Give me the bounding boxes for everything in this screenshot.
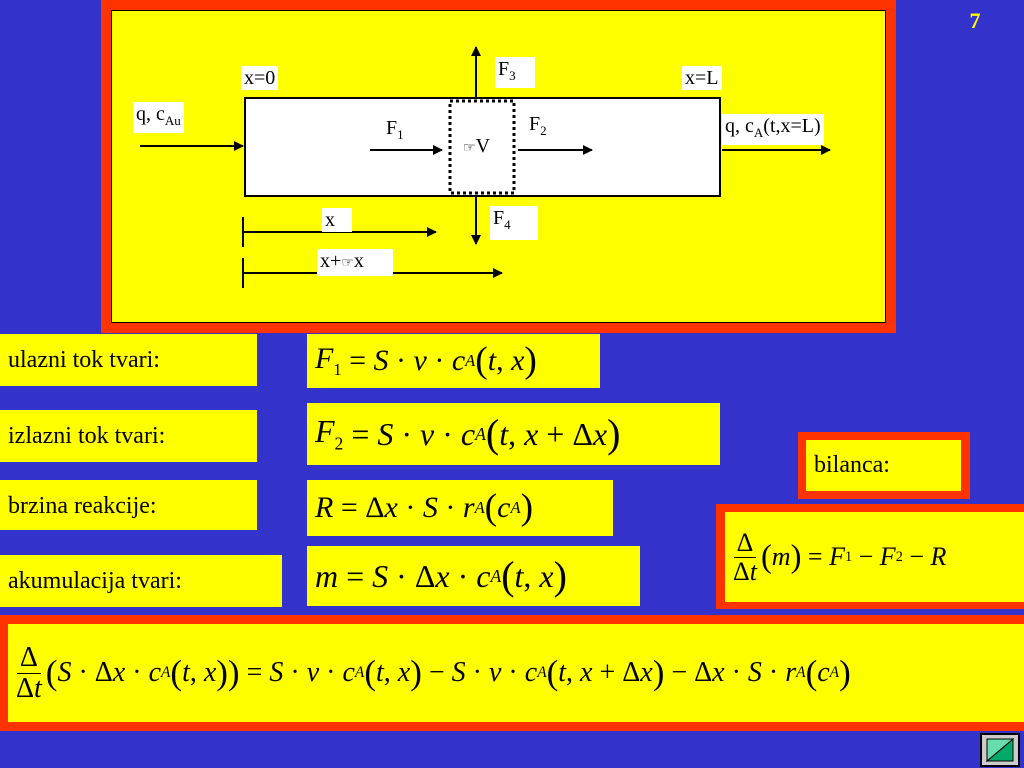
label-inflow: ulazni tok tvari: — [0, 334, 257, 386]
f4-label: F4 — [490, 206, 538, 240]
x-label: x — [322, 208, 352, 232]
f3-label: F3 — [495, 57, 535, 88]
next-arrow-icon — [985, 737, 1015, 763]
delta-glyph-icon: ☞ — [463, 141, 476, 156]
control-volume — [448, 99, 516, 195]
f2-label: F2 — [529, 113, 547, 138]
next-slide-button[interactable] — [980, 733, 1020, 767]
xL-label: x=L — [682, 66, 722, 90]
label-accumulation: akumulacija tvari: — [0, 555, 282, 607]
x-plus-dx-label: x+☞x — [317, 249, 393, 276]
outlet-label: q, cA(t,x=L) — [722, 114, 824, 145]
inlet-label: q, cAu — [133, 102, 184, 133]
reactor-diagram — [140, 46, 831, 288]
delta-glyph-icon: ☞ — [341, 256, 354, 271]
f1-label: F1 — [386, 117, 404, 142]
label-outflow: izlazni tok tvari: — [0, 410, 257, 462]
page-number: 7 — [969, 8, 981, 33]
bilanca-label: bilanca: — [806, 440, 961, 491]
label-reaction-rate: brzina reakcije: — [0, 480, 257, 530]
x0-label: x=0 — [241, 66, 279, 90]
volume-label: ☞V — [463, 135, 491, 157]
